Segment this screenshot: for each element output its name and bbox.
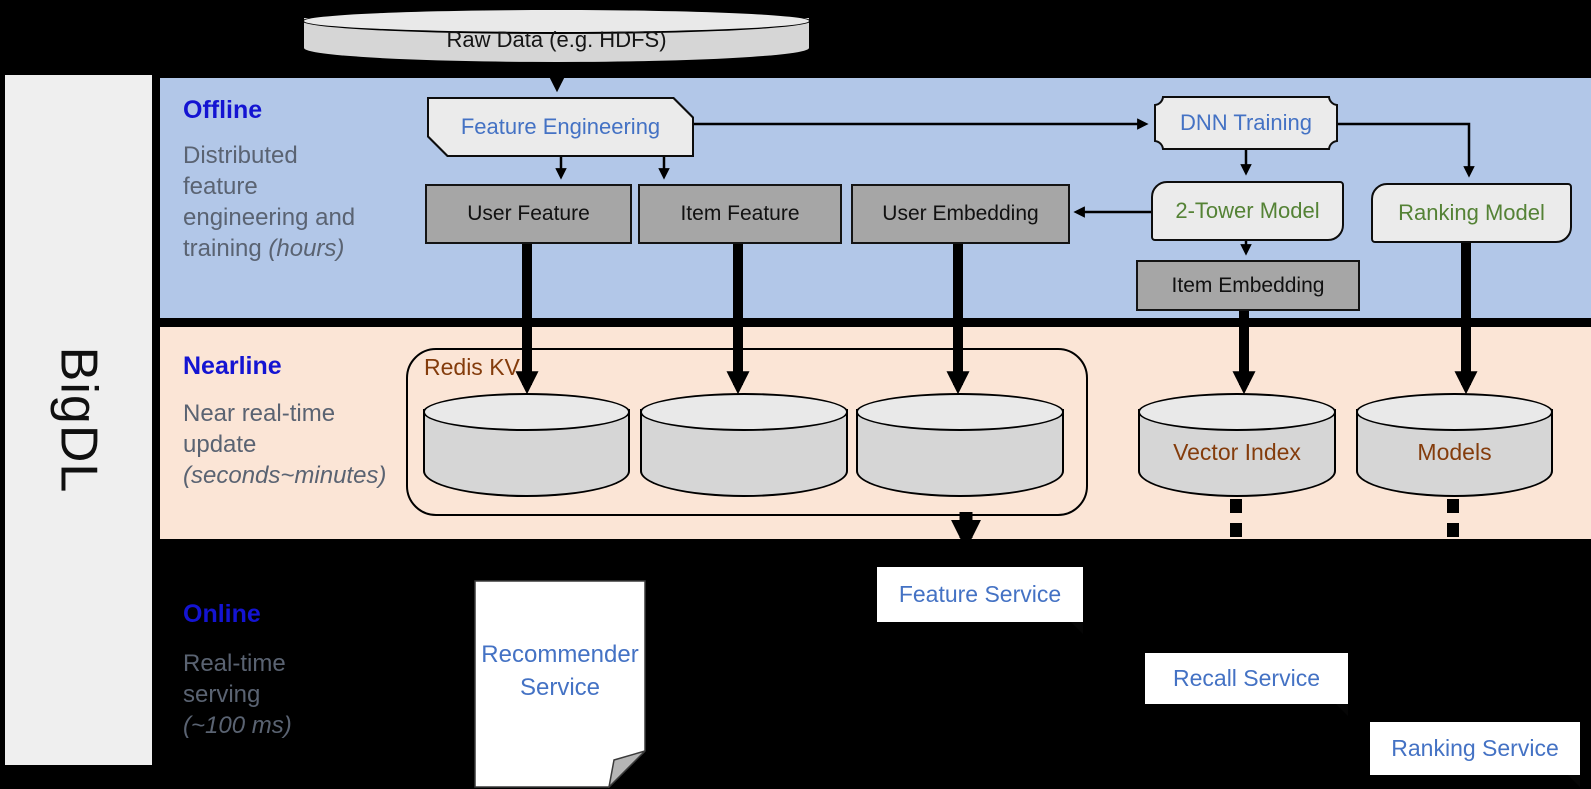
feature-service-node: Feature Service	[877, 567, 1083, 634]
ranking-service-label: Ranking Service	[1391, 735, 1559, 761]
recall-service-label: Recall Service	[1173, 665, 1320, 691]
redis-cylinder-2	[640, 393, 848, 497]
offline-desc-line2: feature	[183, 173, 258, 200]
document-shape	[474, 580, 646, 789]
redis-kv-label: Redis KV	[424, 354, 520, 380]
ranking-model-node: Ranking Model	[1371, 183, 1572, 243]
user-feature-label: User Feature	[467, 202, 590, 225]
offline-lane-title: Offline	[183, 96, 263, 124]
raw-data-store: Raw Data (e.g. HDFS)	[302, 8, 811, 64]
raw-data-cylinder-top	[302, 8, 811, 34]
two-tower-model-node: 2-Tower Model	[1151, 181, 1344, 241]
item-embedding-label: Item Embedding	[1171, 273, 1325, 297]
offline-desc-line3: engineering and	[183, 204, 356, 231]
online-desc-line3: (~100 ms)	[183, 712, 292, 739]
models-store: Models	[1356, 393, 1553, 497]
dnn-training-plaque-shape	[1154, 96, 1338, 150]
user-embedding-label: User Embedding	[882, 202, 1039, 225]
vector-index-label: Vector Index	[1173, 438, 1301, 465]
folded-corner-icon	[1336, 704, 1348, 716]
user-feature-node: User Feature	[425, 184, 632, 244]
online-lane-title: Online	[183, 600, 261, 628]
folded-corner-icon	[1568, 775, 1580, 787]
user-embedding-node: User Embedding	[851, 184, 1070, 244]
ranking-model-label: Ranking Model	[1398, 200, 1545, 225]
raw-data-label: Raw Data (e.g. HDFS)	[446, 27, 667, 53]
nearline-desc-line1: Near real-time	[183, 400, 336, 427]
item-feature-node: Item Feature	[638, 184, 842, 244]
online-desc-line1: Real-time	[183, 650, 286, 677]
nearline-desc-line3: (seconds~minutes)	[183, 462, 387, 489]
recommender-service-label-line1: Recommender	[481, 641, 639, 668]
online-lane-description: Real-time serving (~100 ms)	[183, 648, 403, 741]
nearline-lane-title: Nearline	[183, 352, 282, 380]
dnn-training-node: DNN Training	[1154, 96, 1338, 150]
item-embedding-node: Item Embedding	[1136, 260, 1360, 311]
folded-corner-icon	[1071, 622, 1083, 634]
recommender-service-node: Recommender Service	[474, 580, 646, 789]
two-tower-model-label: 2-Tower Model	[1175, 198, 1320, 223]
offline-desc-line1: Distributed	[183, 142, 298, 169]
online-desc-line2: serving	[183, 681, 261, 708]
recall-service-node: Recall Service	[1145, 653, 1348, 716]
feature-service-label: Feature Service	[898, 581, 1062, 607]
models-label: Models	[1417, 438, 1492, 465]
vector-index-store: Vector Index	[1138, 393, 1336, 497]
item-feature-label: Item Feature	[680, 202, 800, 225]
offline-desc-line4: training (hours)	[183, 235, 345, 262]
feature-engineering-label: Feature Engineering	[460, 114, 661, 139]
ranking-service-node: Ranking Service	[1370, 722, 1580, 787]
nearline-lane-description: Near real-time update (seconds~minutes)	[183, 398, 433, 491]
redis-kv-container	[406, 348, 1088, 516]
offline-lane-description: Distributed feature engineering and trai…	[183, 140, 413, 264]
redis-cylinder-3	[856, 393, 1064, 497]
nearline-desc-line2: update	[183, 431, 257, 458]
bigdl-sidebar: BigDL	[5, 75, 152, 765]
recommender-service-label-line2: Service	[519, 674, 601, 701]
feature-engineering-node: Feature Engineering	[427, 97, 694, 157]
bigdl-brand-label: BigDL	[49, 346, 108, 494]
redis-cylinder-1	[423, 393, 630, 497]
dnn-training-label: DNN Training	[1179, 110, 1313, 135]
